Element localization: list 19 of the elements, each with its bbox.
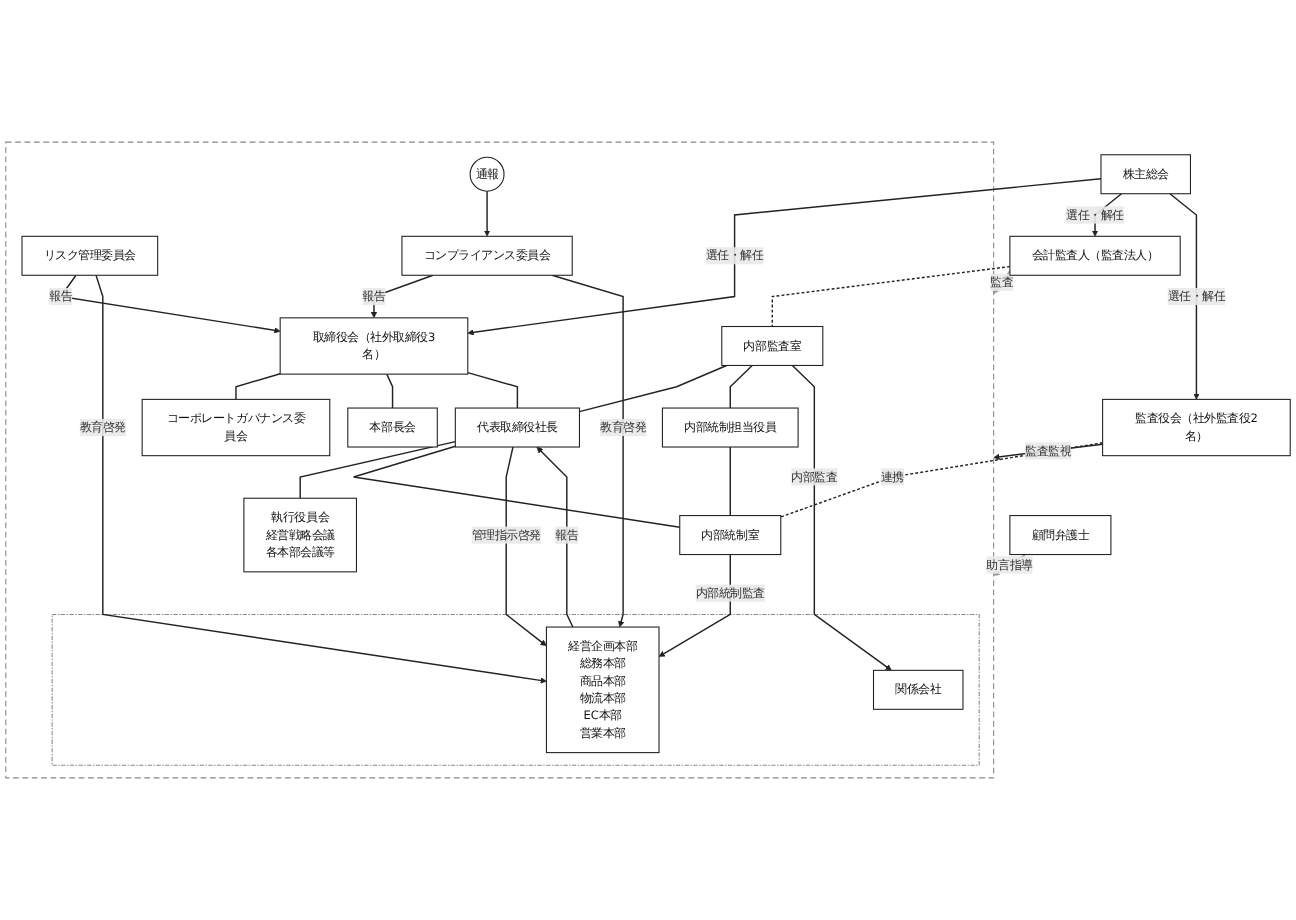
arrow bbox=[1169, 193, 1200, 400]
arrow bbox=[95, 274, 547, 684]
arrow bbox=[551, 274, 625, 628]
arrow bbox=[658, 553, 731, 657]
connector bbox=[729, 446, 731, 517]
connector bbox=[467, 371, 519, 409]
connector bbox=[578, 364, 728, 413]
arrow bbox=[791, 364, 892, 671]
arrow bbox=[467, 177, 1102, 336]
connector bbox=[352, 445, 681, 528]
arrow bbox=[483, 190, 491, 237]
connector bbox=[299, 440, 457, 499]
arrow bbox=[505, 446, 547, 647]
arrow bbox=[536, 446, 574, 628]
cluster bbox=[51, 613, 980, 766]
connector bbox=[386, 373, 394, 409]
connector bbox=[235, 372, 281, 401]
arrow bbox=[370, 274, 434, 319]
connector bbox=[729, 364, 753, 409]
